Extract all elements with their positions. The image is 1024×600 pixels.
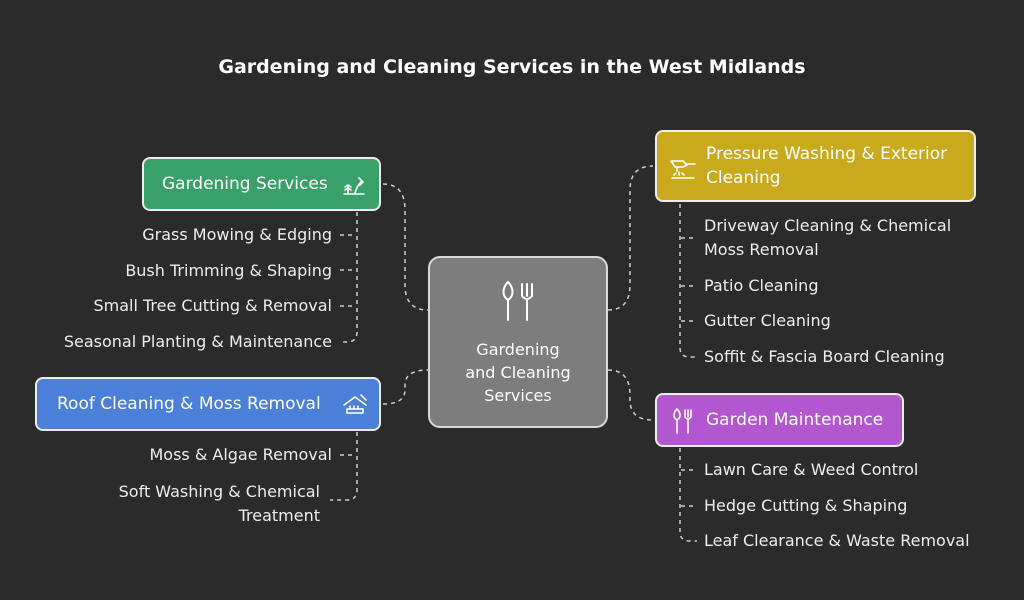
roof-cleaning-node: Roof Cleaning & Moss Removal [35,377,381,431]
connector-gardening-items [340,212,358,343]
list-item: Seasonal Planting & Maintenance [63,332,332,351]
connector-roof [382,369,429,405]
garden-tools-icon [502,280,533,321]
list-item: Leaf Clearance & Waste Removal [704,531,970,550]
garden-maintenance-node: Garden Maintenance [655,393,904,447]
connector-roof-items [330,432,358,501]
connector-garden-maint [607,369,654,421]
list-item: Grass Mowing & Edging [142,225,332,244]
diagram-title: Gardening and Cleaning Services in the W… [218,56,806,78]
gardening-services-node: Gardening Services [142,157,381,211]
center-node: Gardening and Cleaning Services [428,256,608,428]
connector-garden-maint-items [679,448,697,542]
roof-cleaning-label: Roof Cleaning & Moss Removal [57,394,321,414]
center-label: Gardening and Cleaning Services [465,339,571,405]
pressure-washer-icon [669,153,697,181]
list-item: Soft Washing & Chemical Treatment [118,482,320,525]
list-item: Patio Cleaning [704,276,819,295]
gardening-services-label: Gardening Services [162,174,328,194]
planting-icon [341,172,367,198]
connector-pressure-items [679,204,697,358]
list-item: Lawn Care & Weed Control [704,460,919,479]
roof-brush-icon [341,391,369,419]
connector-gardening [382,183,429,311]
garden-tools-icon [669,407,697,435]
list-item: Gutter Cleaning [704,311,831,330]
pressure-washing-label: Pressure Washing & Exterior Cleaning [706,144,948,188]
list-item: Soffit & Fascia Board Cleaning [704,347,945,366]
connector-pressure [607,165,654,311]
list-item: Bush Trimming & Shaping [125,261,332,280]
list-item: Hedge Cutting & Shaping [704,496,908,515]
list-item: Small Tree Cutting & Removal [93,296,332,315]
pressure-washing-node: Pressure Washing & Exterior Cleaning [655,130,976,202]
list-item: Moss & Algae Removal [149,445,332,464]
list-item: Driveway Cleaning & Chemical Moss Remova… [704,216,952,259]
garden-maintenance-label: Garden Maintenance [706,410,884,430]
